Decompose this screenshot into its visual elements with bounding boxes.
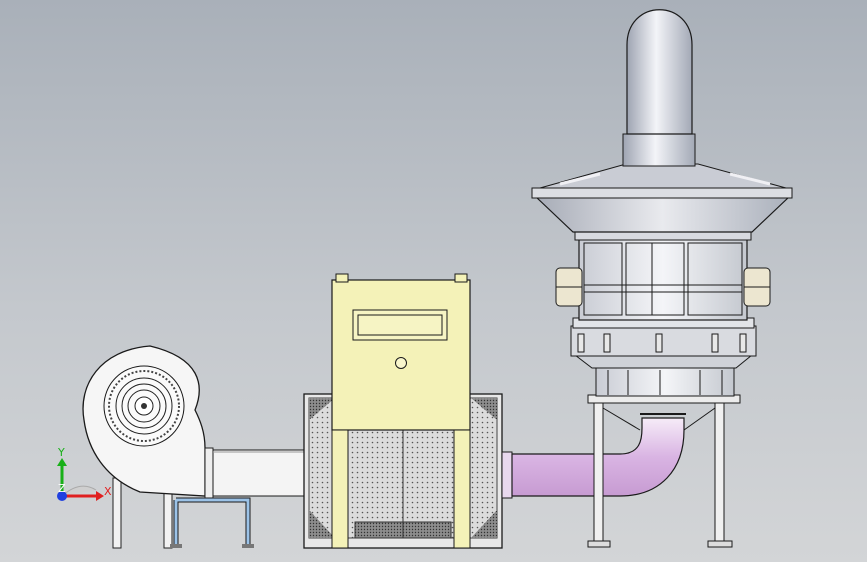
z-axis-dot (57, 491, 67, 501)
fan-rotor-inner (127, 389, 161, 423)
tower-body (578, 237, 748, 321)
duct-support-frame (174, 498, 250, 548)
x-axis-label: X (104, 485, 112, 498)
stand-leg-left (593, 402, 604, 546)
hood-cone (533, 195, 792, 233)
inspection-port[interactable] (395, 357, 407, 369)
sump-section (595, 367, 735, 397)
frame-column-left (331, 429, 349, 549)
spring-isolator-ring (570, 325, 757, 357)
activated-carbon-box[interactable] (303, 273, 503, 549)
fan-leg-right (163, 489, 173, 549)
duct-body (212, 449, 306, 497)
stand-foot-right (707, 540, 733, 548)
exhaust-chimney[interactable] (622, 9, 696, 167)
fan-shaft (141, 403, 147, 409)
centrifugal-fan[interactable] (82, 345, 214, 549)
spray-tower[interactable] (531, 163, 793, 548)
lower-cone (573, 354, 754, 369)
z-axis-label: Z (58, 482, 66, 495)
corner-filter-tl (309, 398, 335, 420)
fan-bolt-circle (108, 370, 180, 442)
fan-rotor-outer (115, 377, 173, 435)
duct-support-outline (173, 497, 251, 548)
x-axis-arrowhead (96, 491, 104, 501)
filter-cabinet (331, 279, 471, 431)
support-foot-left (170, 544, 182, 548)
fan-leg-left (112, 477, 122, 549)
support-foot-right (242, 544, 254, 548)
corner-filter-br (471, 510, 497, 538)
hood-roof (539, 163, 787, 189)
hood-bottom-rim (574, 231, 752, 241)
tower-frame-grid (583, 242, 743, 316)
hood-highlights (559, 172, 771, 186)
inlet-duct[interactable] (170, 449, 306, 548)
stand-foot-left (587, 540, 611, 548)
chimney-base-collar (622, 133, 696, 167)
view-triad[interactable]: X Y Z (57, 446, 112, 501)
stand-brace-left (602, 407, 641, 431)
hood-top-flange (531, 187, 793, 199)
spring-isolators (577, 333, 747, 353)
corner-filter-bl (309, 510, 335, 538)
y-axis-label: Y (57, 446, 65, 459)
lifting-lug-right (454, 273, 468, 283)
pipe-flange (501, 451, 513, 499)
stand-leg-right (714, 402, 725, 546)
lifting-lug-left (335, 273, 349, 283)
fan-rotor-mid (121, 383, 167, 429)
corner-filter-tr (471, 398, 497, 420)
fan-outlet-flange (204, 447, 214, 499)
frame-column-right (453, 429, 471, 549)
y-axis-arrowhead (57, 458, 67, 466)
sump-ribs (607, 370, 723, 395)
chimney-stack (626, 9, 693, 135)
stand-brace-right (683, 407, 716, 431)
nameplate-inner (357, 314, 443, 336)
